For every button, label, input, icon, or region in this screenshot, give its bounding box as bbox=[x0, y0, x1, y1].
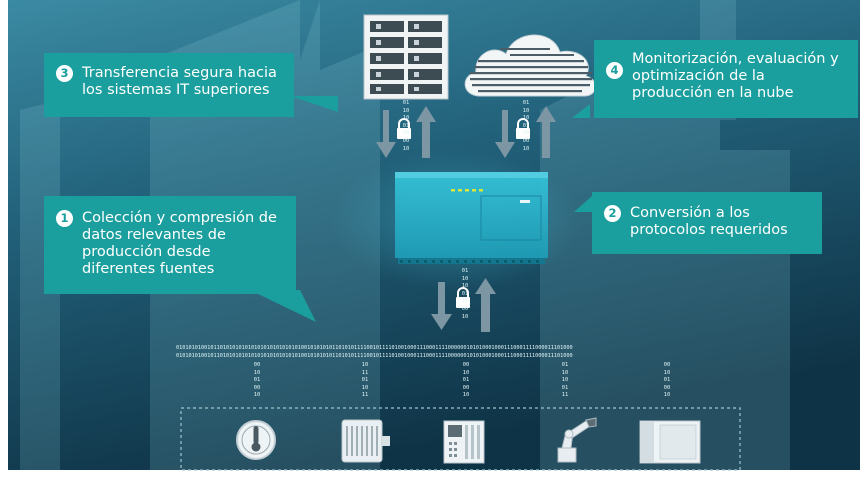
motor-icon bbox=[341, 419, 390, 463]
callout-4-tail bbox=[572, 104, 590, 118]
binary-column: 00 10 01 00 10 bbox=[663, 362, 671, 399]
callout-text: Monitorización, evaluación y optimizació… bbox=[632, 51, 839, 101]
step-number-4: 4 bbox=[606, 62, 623, 79]
server-rack-icon bbox=[363, 14, 449, 100]
callout-2-tail bbox=[574, 196, 592, 212]
callout-data-collection: 1 Colección y compresión de datos releva… bbox=[44, 196, 296, 294]
lock-icon bbox=[456, 287, 470, 308]
robot-arm-icon bbox=[557, 417, 597, 463]
cloud-transfer-arrows bbox=[495, 106, 556, 158]
binary-column: 00 10 01 00 10 bbox=[253, 362, 261, 399]
field-devices-frame bbox=[180, 407, 741, 471]
callout-text: Colección y compresión de datos relevant… bbox=[82, 210, 277, 277]
lock-icon bbox=[397, 118, 411, 139]
edge-device bbox=[395, 172, 548, 264]
callout-text: Conversión a los protocolos requeridos bbox=[630, 205, 788, 238]
drive-cabinet-icon bbox=[639, 420, 701, 464]
step-number-2: 2 bbox=[604, 205, 621, 222]
server-transfer-arrows bbox=[376, 106, 436, 158]
binary-column: 00 10 01 00 10 bbox=[462, 362, 470, 399]
callout-1-tail bbox=[250, 290, 316, 322]
callout-cloud-monitoring: 4 Monitorización, evaluación y optimizac… bbox=[594, 40, 858, 118]
status-leds bbox=[451, 189, 483, 192]
callout-3-tail bbox=[290, 96, 338, 112]
step-number-3: 3 bbox=[56, 65, 73, 82]
binary-column: 10 11 01 10 11 bbox=[361, 362, 369, 399]
binary-bits-server: 01 10 10 01 10 00 10 bbox=[402, 100, 410, 152]
binary-column: 01 10 10 01 11 bbox=[561, 362, 569, 399]
lock-icon bbox=[516, 118, 530, 139]
binary-bits-field: 01 10 10 01 10 00 10 bbox=[461, 268, 469, 320]
control-panel-icon bbox=[443, 420, 485, 464]
field-transfer-arrows bbox=[431, 278, 496, 332]
callout-secure-transfer: 3 Transferencia segura hacia los sistema… bbox=[44, 53, 294, 117]
callout-text: Transferencia segura hacia los sistemas … bbox=[82, 65, 277, 98]
callout-protocol-conversion: 2 Conversión a los protocolos requeridos bbox=[592, 192, 822, 254]
binary-bits-cloud: 01 10 10 01 10 00 10 bbox=[522, 100, 530, 152]
binary-stream: 0101010100101101010101010101010101010101… bbox=[176, 345, 573, 351]
thermometer-icon bbox=[236, 420, 276, 460]
binary-stream: 0101010100101101010101010101010101010101… bbox=[176, 353, 573, 359]
step-number-1: 1 bbox=[56, 210, 73, 227]
cloud-data-icon bbox=[464, 34, 596, 97]
